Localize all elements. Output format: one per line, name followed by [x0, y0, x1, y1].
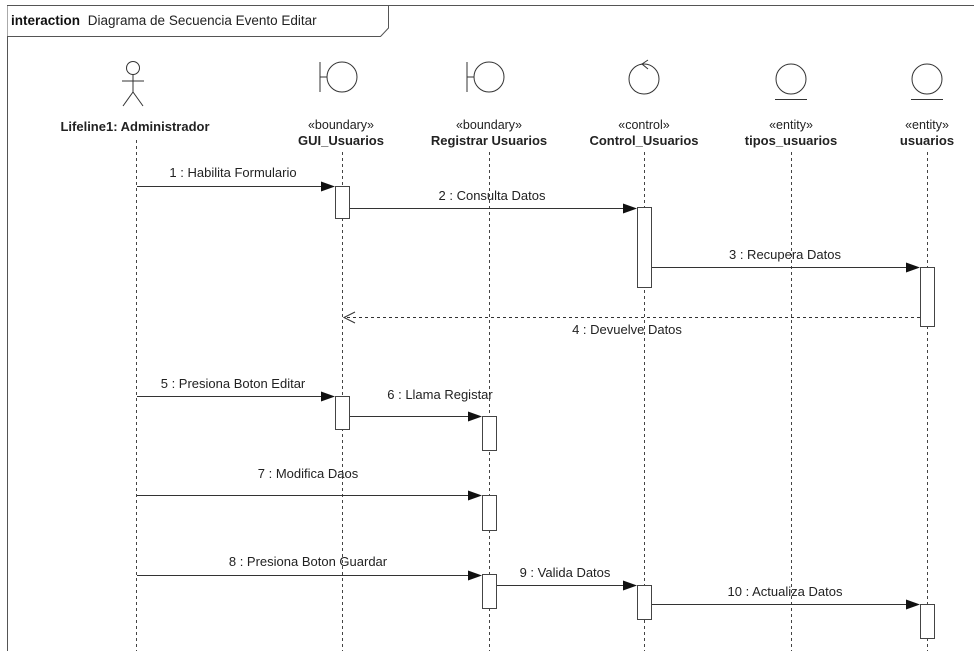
message-4-arrowhead	[342, 311, 356, 324]
lifeline-admin-name: Lifeline1: Administrador	[60, 119, 209, 134]
message-7-arrowhead	[468, 490, 482, 501]
activation-gui-2	[335, 396, 350, 430]
message-7-label: 7 : Modifica Daos	[258, 466, 359, 481]
message-8-arrowhead	[468, 570, 482, 581]
activation-reg-1	[482, 416, 497, 451]
message-5-label: 5 : Presiona Boton Editar	[161, 376, 306, 391]
activation-usr-1	[920, 267, 935, 327]
lifeline-gui-name: GUI_Usuarios	[298, 133, 384, 148]
message-1-arrowhead	[321, 181, 335, 192]
message-2-label: 2 : Consulta Datos	[439, 188, 546, 203]
lifeline-ctrl-stereotype: «control»	[618, 118, 669, 132]
activations	[335, 186, 935, 639]
lifeline-usr-name: usuarios	[900, 133, 954, 148]
message-8-label: 8 : Presiona Boton Guardar	[229, 554, 388, 569]
lifeline-tipos-name: tipos_usuarios	[745, 133, 837, 148]
message-10-label: 10 : Actualiza Datos	[728, 584, 843, 599]
message-6-label: 6 : Llama Registar	[387, 387, 493, 402]
frame-name-tab	[7, 5, 389, 37]
activation-ctrl-1	[637, 207, 652, 288]
activation-reg-3	[482, 574, 497, 609]
lifeline-ctrl-name: Control_Usuarios	[589, 133, 698, 148]
lifeline-usr-stereotype: «entity»	[905, 118, 949, 132]
frame-keyword: interaction	[11, 13, 80, 28]
lifeline-tipos-entity-icon	[775, 63, 807, 100]
frame-title: interaction Diagrama de Secuencia Evento…	[11, 13, 317, 28]
message-2-arrowhead	[623, 203, 637, 214]
frame-name: Diagrama de Secuencia Evento Editar	[88, 13, 317, 28]
lifeline-reg-stereotype: «boundary»	[456, 118, 522, 132]
message-3-label: 3 : Recupera Datos	[729, 247, 842, 262]
lifeline-ctrl-control-icon	[628, 59, 660, 95]
message-3-arrowhead	[906, 262, 920, 273]
lifeline-gui-stereotype: «boundary»	[308, 118, 374, 132]
message-1-label: 1 : Habilita Formulario	[169, 165, 296, 180]
lifeline-gui-boundary-icon	[319, 61, 358, 93]
activation-ctrl-2	[637, 585, 652, 620]
lifeline-reg-name: Registrar Usuarios	[431, 133, 547, 148]
lifeline-reg-boundary-icon	[466, 61, 505, 93]
message-6-arrowhead	[468, 411, 482, 422]
activation-usr-2	[920, 604, 935, 639]
lifeline-tipos-stereotype: «entity»	[769, 118, 813, 132]
message-9-label: 9 : Valida Datos	[520, 565, 611, 580]
message-4-label: 4 : Devuelve Datos	[572, 322, 682, 337]
lifeline-admin-actor-icon	[122, 61, 144, 107]
lifeline-usr-entity-icon	[911, 63, 943, 100]
message-9-arrowhead	[623, 580, 637, 591]
activation-gui-1	[335, 186, 350, 219]
message-5-arrowhead	[321, 391, 335, 402]
message-10-arrowhead	[906, 599, 920, 610]
activation-reg-2	[482, 495, 497, 531]
